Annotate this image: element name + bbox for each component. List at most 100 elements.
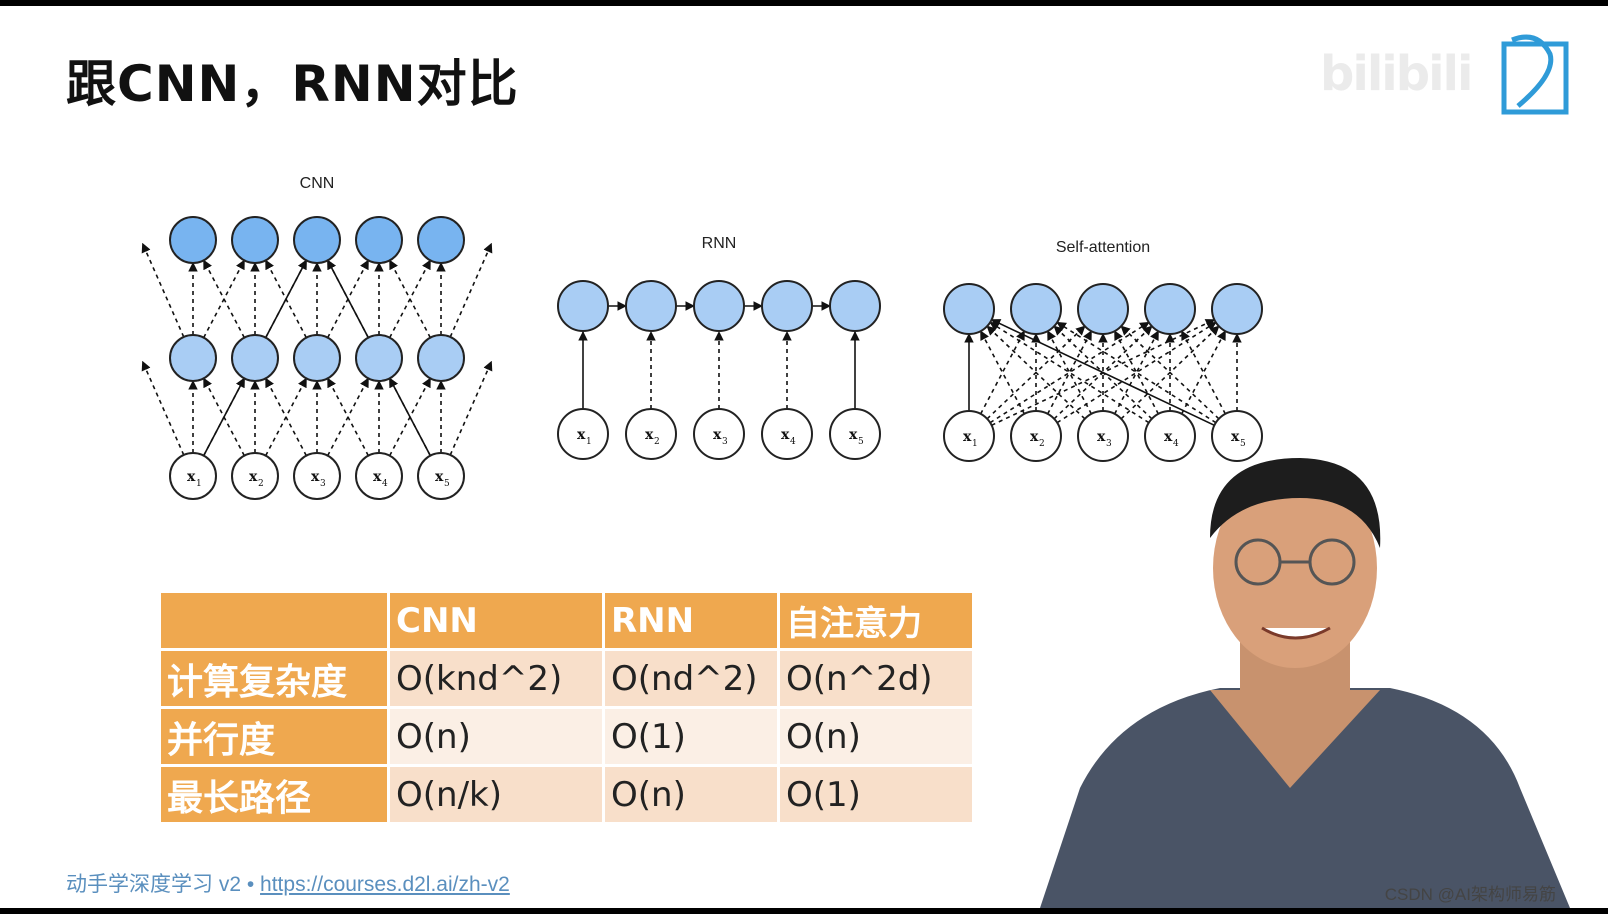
- row-label-complexity: 计算复杂度: [161, 651, 387, 706]
- table-row: 并行度 O(n) O(1) O(n): [161, 709, 972, 764]
- dashed-arrow: [1113, 330, 1160, 415]
- input-subscript: 4: [790, 437, 796, 447]
- comparison-table: CNN RNN 自注意力 计算复杂度 O(knd^2) O(nd^2) O(n^…: [158, 590, 975, 825]
- self-attention-title: Self-attention: [1056, 239, 1150, 256]
- dashed-arrow: [979, 330, 1026, 415]
- input-label: x: [963, 429, 972, 445]
- input-subscript: 1: [972, 439, 978, 449]
- hidden-node: [417, 334, 465, 382]
- cell-rnn: O(nd^2): [605, 651, 777, 706]
- header-rnn: RNN: [605, 593, 777, 648]
- slide-title: 跟CNN，RNN对比: [66, 55, 519, 113]
- table-row: 计算复杂度 O(knd^2) O(nd^2) O(n^2d): [161, 651, 972, 706]
- solid-arrow: [202, 377, 246, 457]
- cell-self-attention: O(n^2d): [780, 651, 972, 706]
- input-node: [231, 452, 279, 500]
- input-node: [1144, 410, 1196, 462]
- input-label: x: [311, 469, 320, 485]
- row-label-parallelism: 并行度: [161, 709, 387, 764]
- hidden-node: [231, 334, 279, 382]
- dashed-arrow: [1046, 330, 1093, 415]
- hidden-node: [293, 334, 341, 382]
- header-self-attention: 自注意力: [780, 593, 972, 648]
- rnn-title: RNN: [702, 235, 737, 252]
- bilibili-watermark: bilibili: [1320, 46, 1473, 102]
- attention-output-node: [943, 283, 995, 335]
- dashed-arrow: [264, 259, 308, 339]
- output-node: [293, 216, 341, 264]
- dashed-arrow: [1056, 321, 1217, 424]
- dashed-arrow: [388, 259, 432, 339]
- d2l-logo-icon: [1501, 34, 1569, 115]
- dashed-arrow: [1113, 330, 1160, 415]
- input-node: [761, 408, 813, 460]
- input-subscript: 2: [258, 479, 264, 489]
- dashed-arrow: [986, 325, 1086, 420]
- cell-cnn: O(n): [390, 709, 602, 764]
- input-subscript: 5: [1240, 439, 1246, 449]
- input-label: x: [781, 427, 790, 443]
- input-node: [169, 452, 217, 500]
- output-node: [355, 216, 403, 264]
- input-label: x: [645, 427, 654, 443]
- input-node: [293, 452, 341, 500]
- dashed-arrow: [141, 242, 185, 338]
- input-label: x: [1231, 429, 1240, 445]
- dashed-arrow: [1046, 330, 1093, 415]
- input-node: [693, 408, 745, 460]
- footer: 动手学深度学习 v2 • https://courses.d2l.ai/zh-v…: [66, 868, 510, 898]
- state-node: [625, 280, 677, 332]
- footer-text: 动手学深度学习 v2 •: [66, 873, 261, 896]
- cell-cnn: O(knd^2): [390, 651, 602, 706]
- cnn-title: CNN: [300, 175, 335, 192]
- attention-output-node: [1144, 283, 1196, 335]
- input-node: [829, 408, 881, 460]
- attention-output-node: [1010, 283, 1062, 335]
- input-subscript: 3: [722, 437, 728, 447]
- presenter-video: [1040, 458, 1570, 908]
- input-label: x: [187, 469, 196, 485]
- output-node: [231, 216, 279, 264]
- header-empty: [161, 593, 387, 648]
- state-node: [829, 280, 881, 332]
- cell-cnn: O(n/k): [390, 767, 602, 822]
- input-label: x: [1097, 429, 1106, 445]
- input-label: x: [373, 469, 382, 485]
- input-subscript: 3: [1106, 439, 1112, 449]
- dashed-arrow: [449, 242, 493, 338]
- input-label: x: [1030, 429, 1039, 445]
- footer-link[interactable]: https://courses.d2l.ai/zh-v2: [260, 873, 510, 896]
- dashed-arrow: [1180, 330, 1227, 415]
- attention-output-node: [1077, 283, 1129, 335]
- table-row: 最长路径 O(n/k) O(n) O(1): [161, 767, 972, 822]
- input-node: [1010, 410, 1062, 462]
- input-node: [1211, 410, 1263, 462]
- dashed-arrow: [1056, 321, 1217, 424]
- dashed-arrow: [264, 377, 308, 457]
- state-node: [557, 280, 609, 332]
- output-node: [417, 216, 465, 264]
- attention-output-node: [1211, 283, 1263, 335]
- input-node: [417, 452, 465, 500]
- input-subscript: 4: [382, 479, 388, 489]
- input-subscript: 2: [1039, 439, 1045, 449]
- input-subscript: 1: [196, 479, 202, 489]
- dashed-arrow: [141, 360, 185, 456]
- dashed-arrow: [1180, 330, 1227, 415]
- cell-self-attention: O(n): [780, 709, 972, 764]
- solid-arrow: [990, 318, 1215, 427]
- hidden-node: [169, 334, 217, 382]
- state-node: [761, 280, 813, 332]
- input-subscript: 1: [586, 437, 592, 447]
- header-cnn: CNN: [390, 593, 602, 648]
- input-node: [625, 408, 677, 460]
- input-label: x: [1164, 429, 1173, 445]
- solid-arrow: [388, 377, 432, 457]
- input-label: x: [849, 427, 858, 443]
- input-node: [943, 410, 995, 462]
